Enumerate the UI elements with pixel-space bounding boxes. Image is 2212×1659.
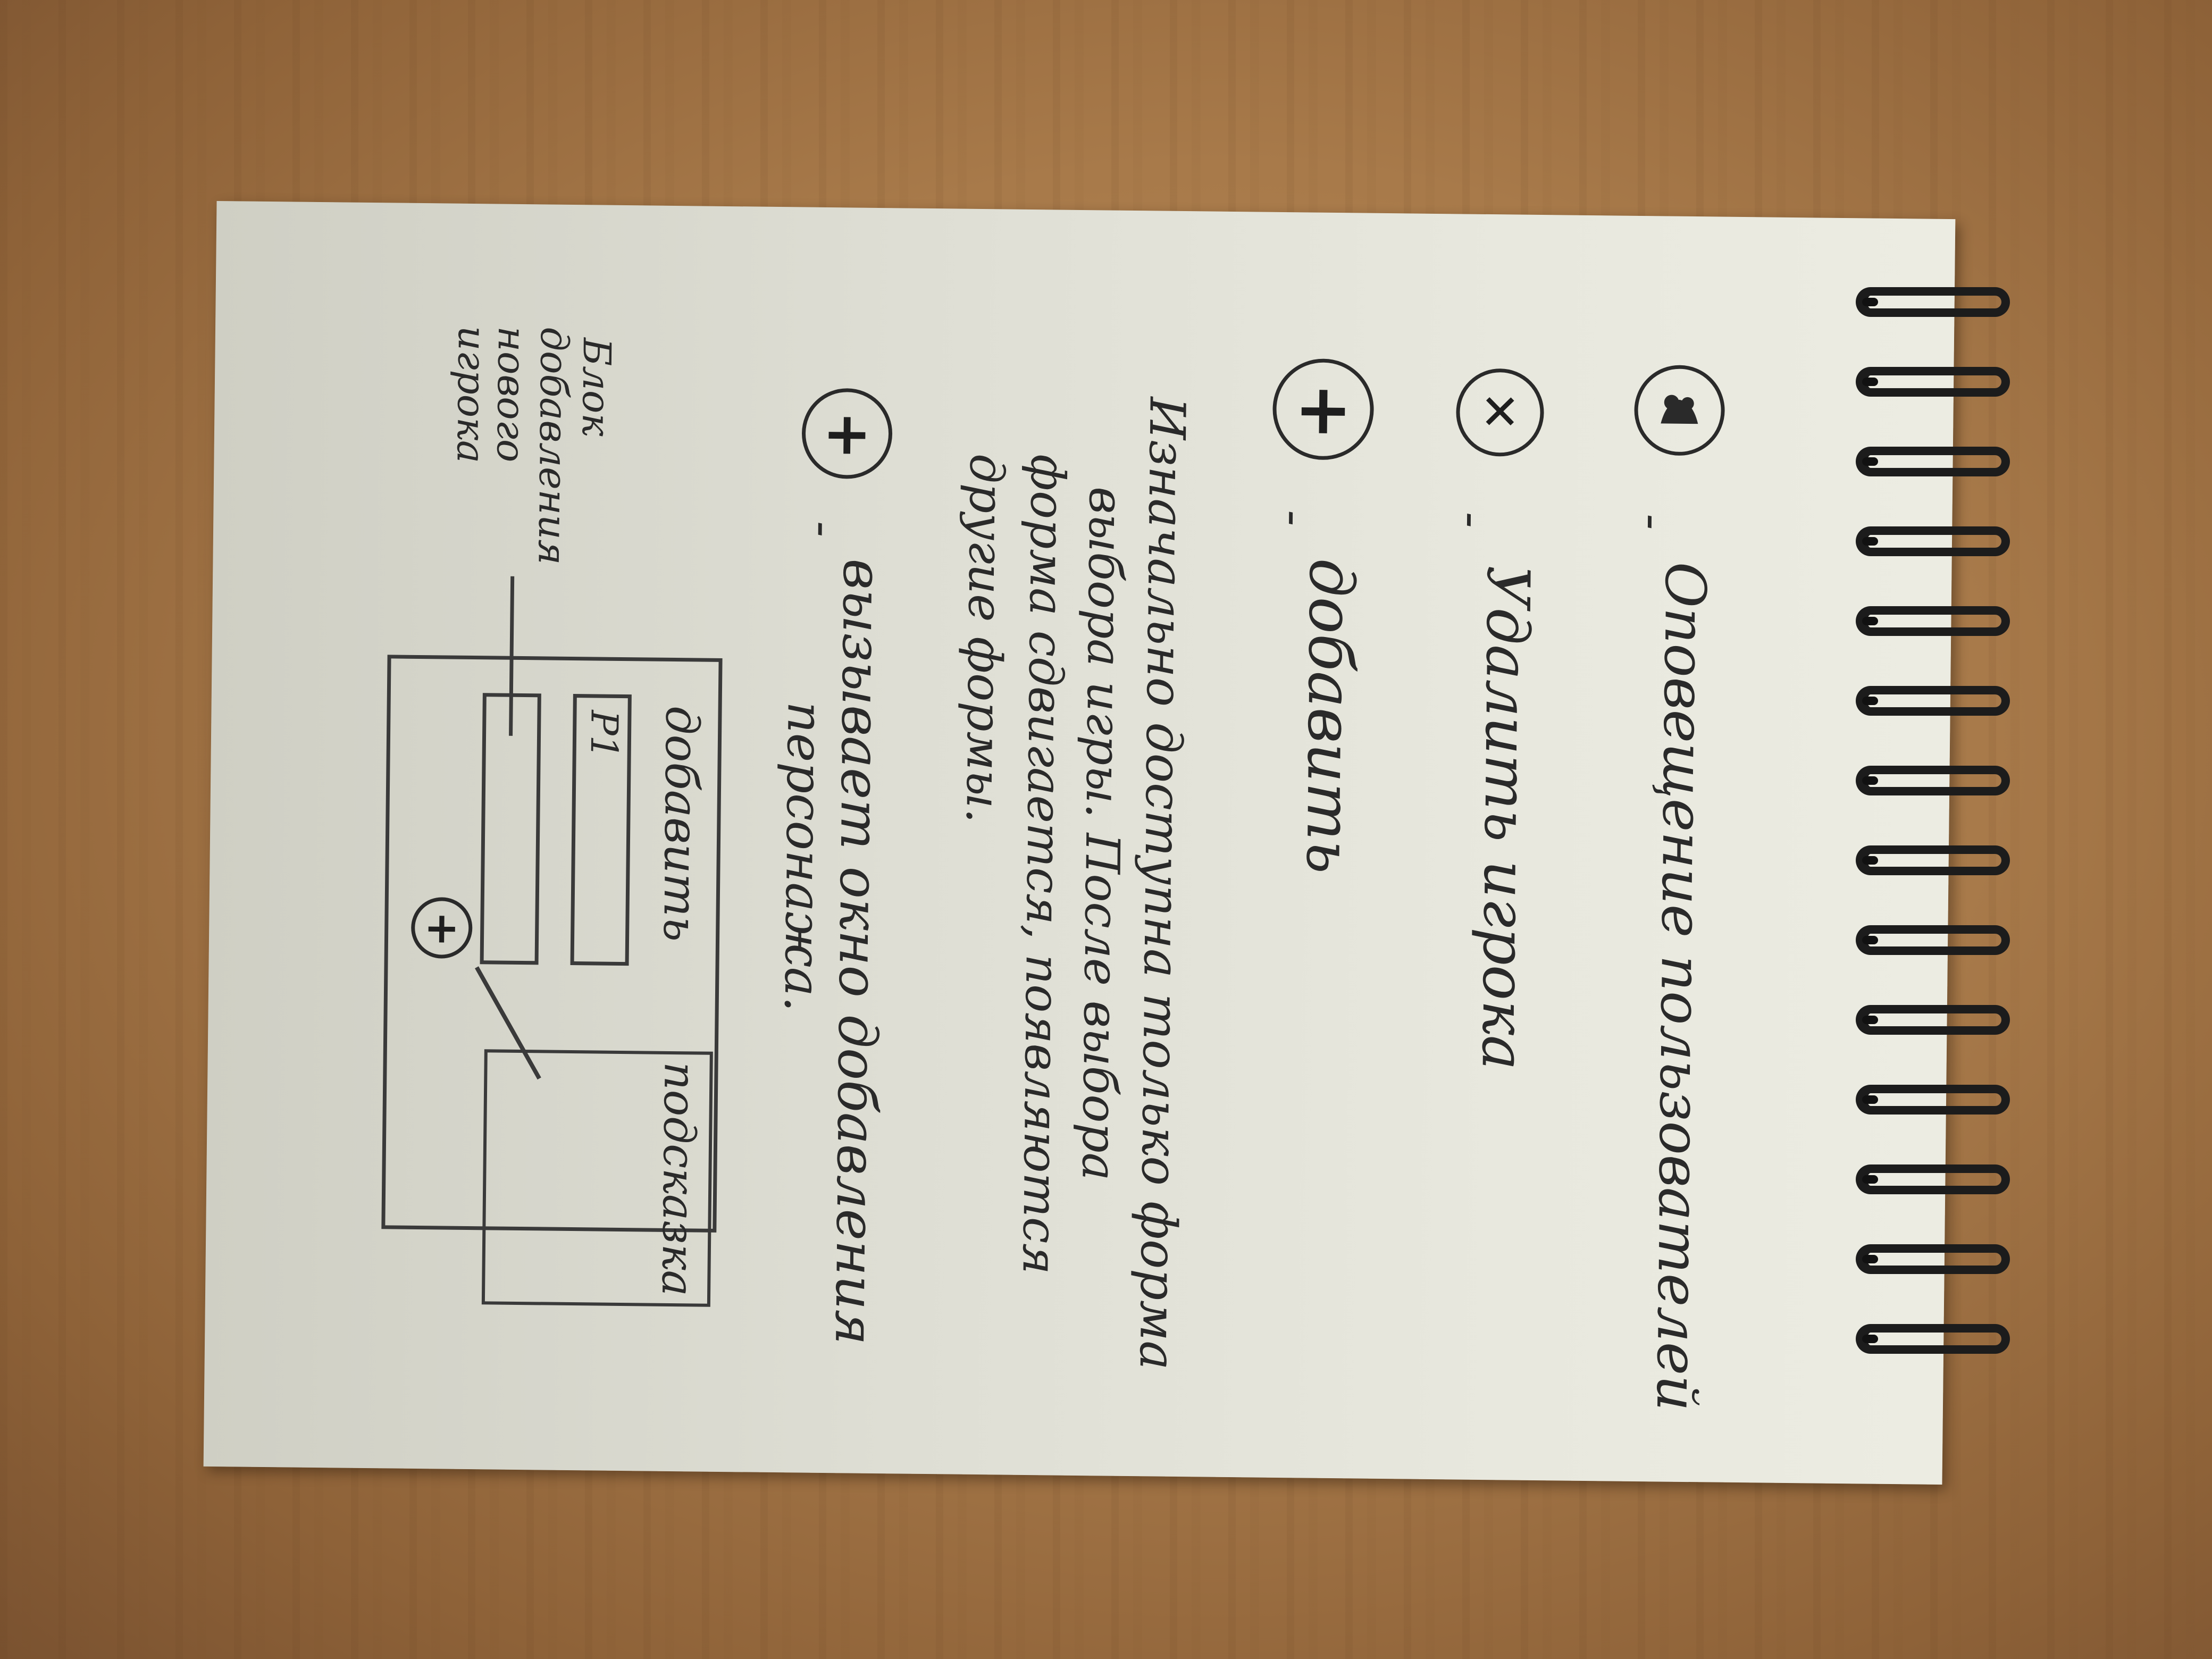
plus-icon: + [1272, 358, 1375, 460]
legend-dash-users: - [1625, 513, 1681, 531]
side-note-line-2: добавления [530, 326, 577, 565]
notebook-page: - Оповещение пользователей ✕ - Удалить и… [203, 200, 1956, 1485]
legend-text-users: Оповещение пользователей [1644, 562, 1718, 1412]
legend-dash-plus: - [1266, 509, 1322, 527]
binding-coil [1856, 766, 2010, 795]
legend-text-close: Удалить игрока [1469, 565, 1543, 1071]
binding-coil [1856, 686, 2010, 716]
plus-icon: + [410, 896, 473, 959]
binding-coil [1856, 925, 2010, 955]
form-sketch-title: добавить [653, 705, 709, 942]
binding-coil [1856, 287, 2010, 317]
legend-text-plus: добавить [1292, 558, 1367, 875]
binding-coil [1856, 845, 2010, 875]
side-note-line-3: нового [488, 326, 535, 463]
note-line-2: выбора игры. После выбора [1071, 486, 1134, 1181]
binding-coil [1856, 1244, 2010, 1274]
form-sketch-field-label: Р1 [582, 710, 626, 759]
legend-dash-close: - [1444, 512, 1501, 529]
binding-coil [1856, 526, 2010, 556]
plus-icon: + [801, 388, 893, 480]
note-line-3: форма сдвигается, появляются [1012, 454, 1076, 1275]
binding-coil [1856, 1324, 2010, 1354]
note-line-1: Изначально доступна только форма [1128, 397, 1196, 1371]
second-plus-line-1: вызывает окно добавления [823, 558, 894, 1346]
spiral-binding [1856, 287, 2015, 1414]
note-line-4: другие формы. [956, 453, 1015, 824]
side-note-line-1: Блок [573, 338, 619, 437]
second-plus-dash: - [795, 521, 852, 538]
binding-coil [1856, 1164, 2010, 1194]
binding-coil [1856, 1085, 2010, 1115]
binding-coil [1856, 447, 2010, 476]
close-icon: ✕ [1455, 368, 1545, 457]
binding-coil [1856, 606, 2010, 636]
second-plus-line-2: персонажа. [773, 701, 834, 1012]
hint-popup-text: подсказка [652, 1061, 705, 1297]
users-icon [1633, 364, 1725, 456]
binding-coil [1856, 1005, 2010, 1035]
binding-coil [1856, 367, 2010, 397]
side-note-line-4: игрока [448, 325, 495, 464]
